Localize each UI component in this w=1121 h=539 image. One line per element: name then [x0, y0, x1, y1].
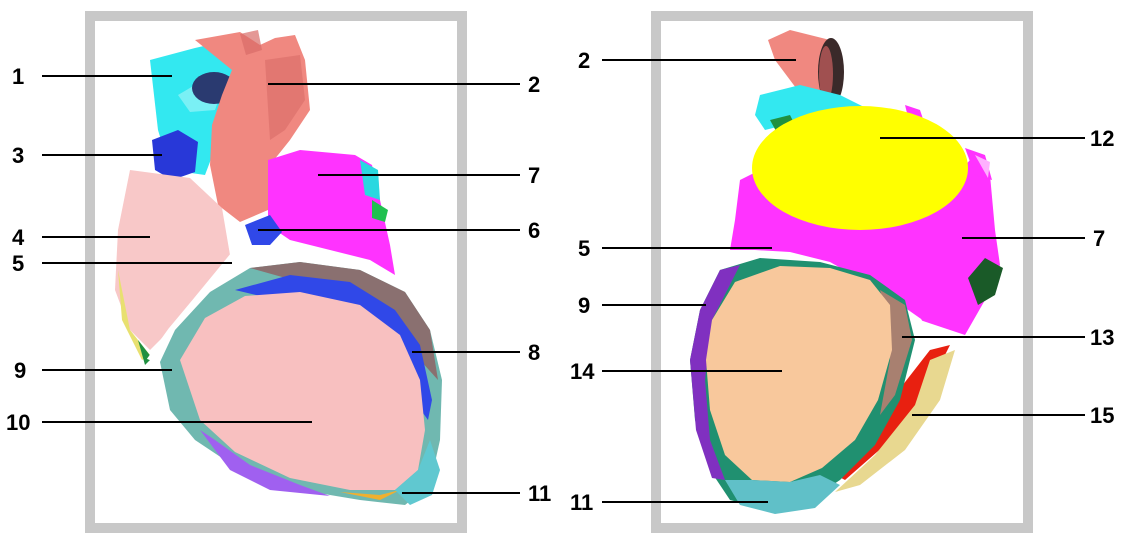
- label-4: 4: [12, 227, 24, 249]
- label-6: 6: [528, 220, 540, 242]
- label-13: 13: [1090, 327, 1114, 349]
- label-2-left: 2: [528, 74, 540, 96]
- label-2-right: 2: [578, 50, 590, 72]
- label-3: 3: [12, 145, 24, 167]
- right-panel: [656, 16, 1028, 528]
- label-7-right: 7: [1093, 228, 1105, 250]
- yellow-valve-shape: [752, 106, 968, 230]
- label-10: 10: [6, 412, 30, 434]
- label-5-left: 5: [12, 253, 24, 275]
- left-panel: [90, 16, 462, 528]
- label-8: 8: [528, 342, 540, 364]
- label-14: 14: [570, 361, 594, 383]
- label-12: 12: [1090, 128, 1114, 150]
- label-15: 15: [1090, 405, 1114, 427]
- label-9-left: 9: [14, 360, 26, 382]
- label-9-right: 9: [578, 295, 590, 317]
- label-1: 1: [12, 66, 24, 88]
- label-7-left: 7: [528, 165, 540, 187]
- label-11-right: 11: [570, 492, 593, 514]
- label-11-left: 11: [528, 483, 551, 505]
- label-5-right: 5: [578, 238, 590, 260]
